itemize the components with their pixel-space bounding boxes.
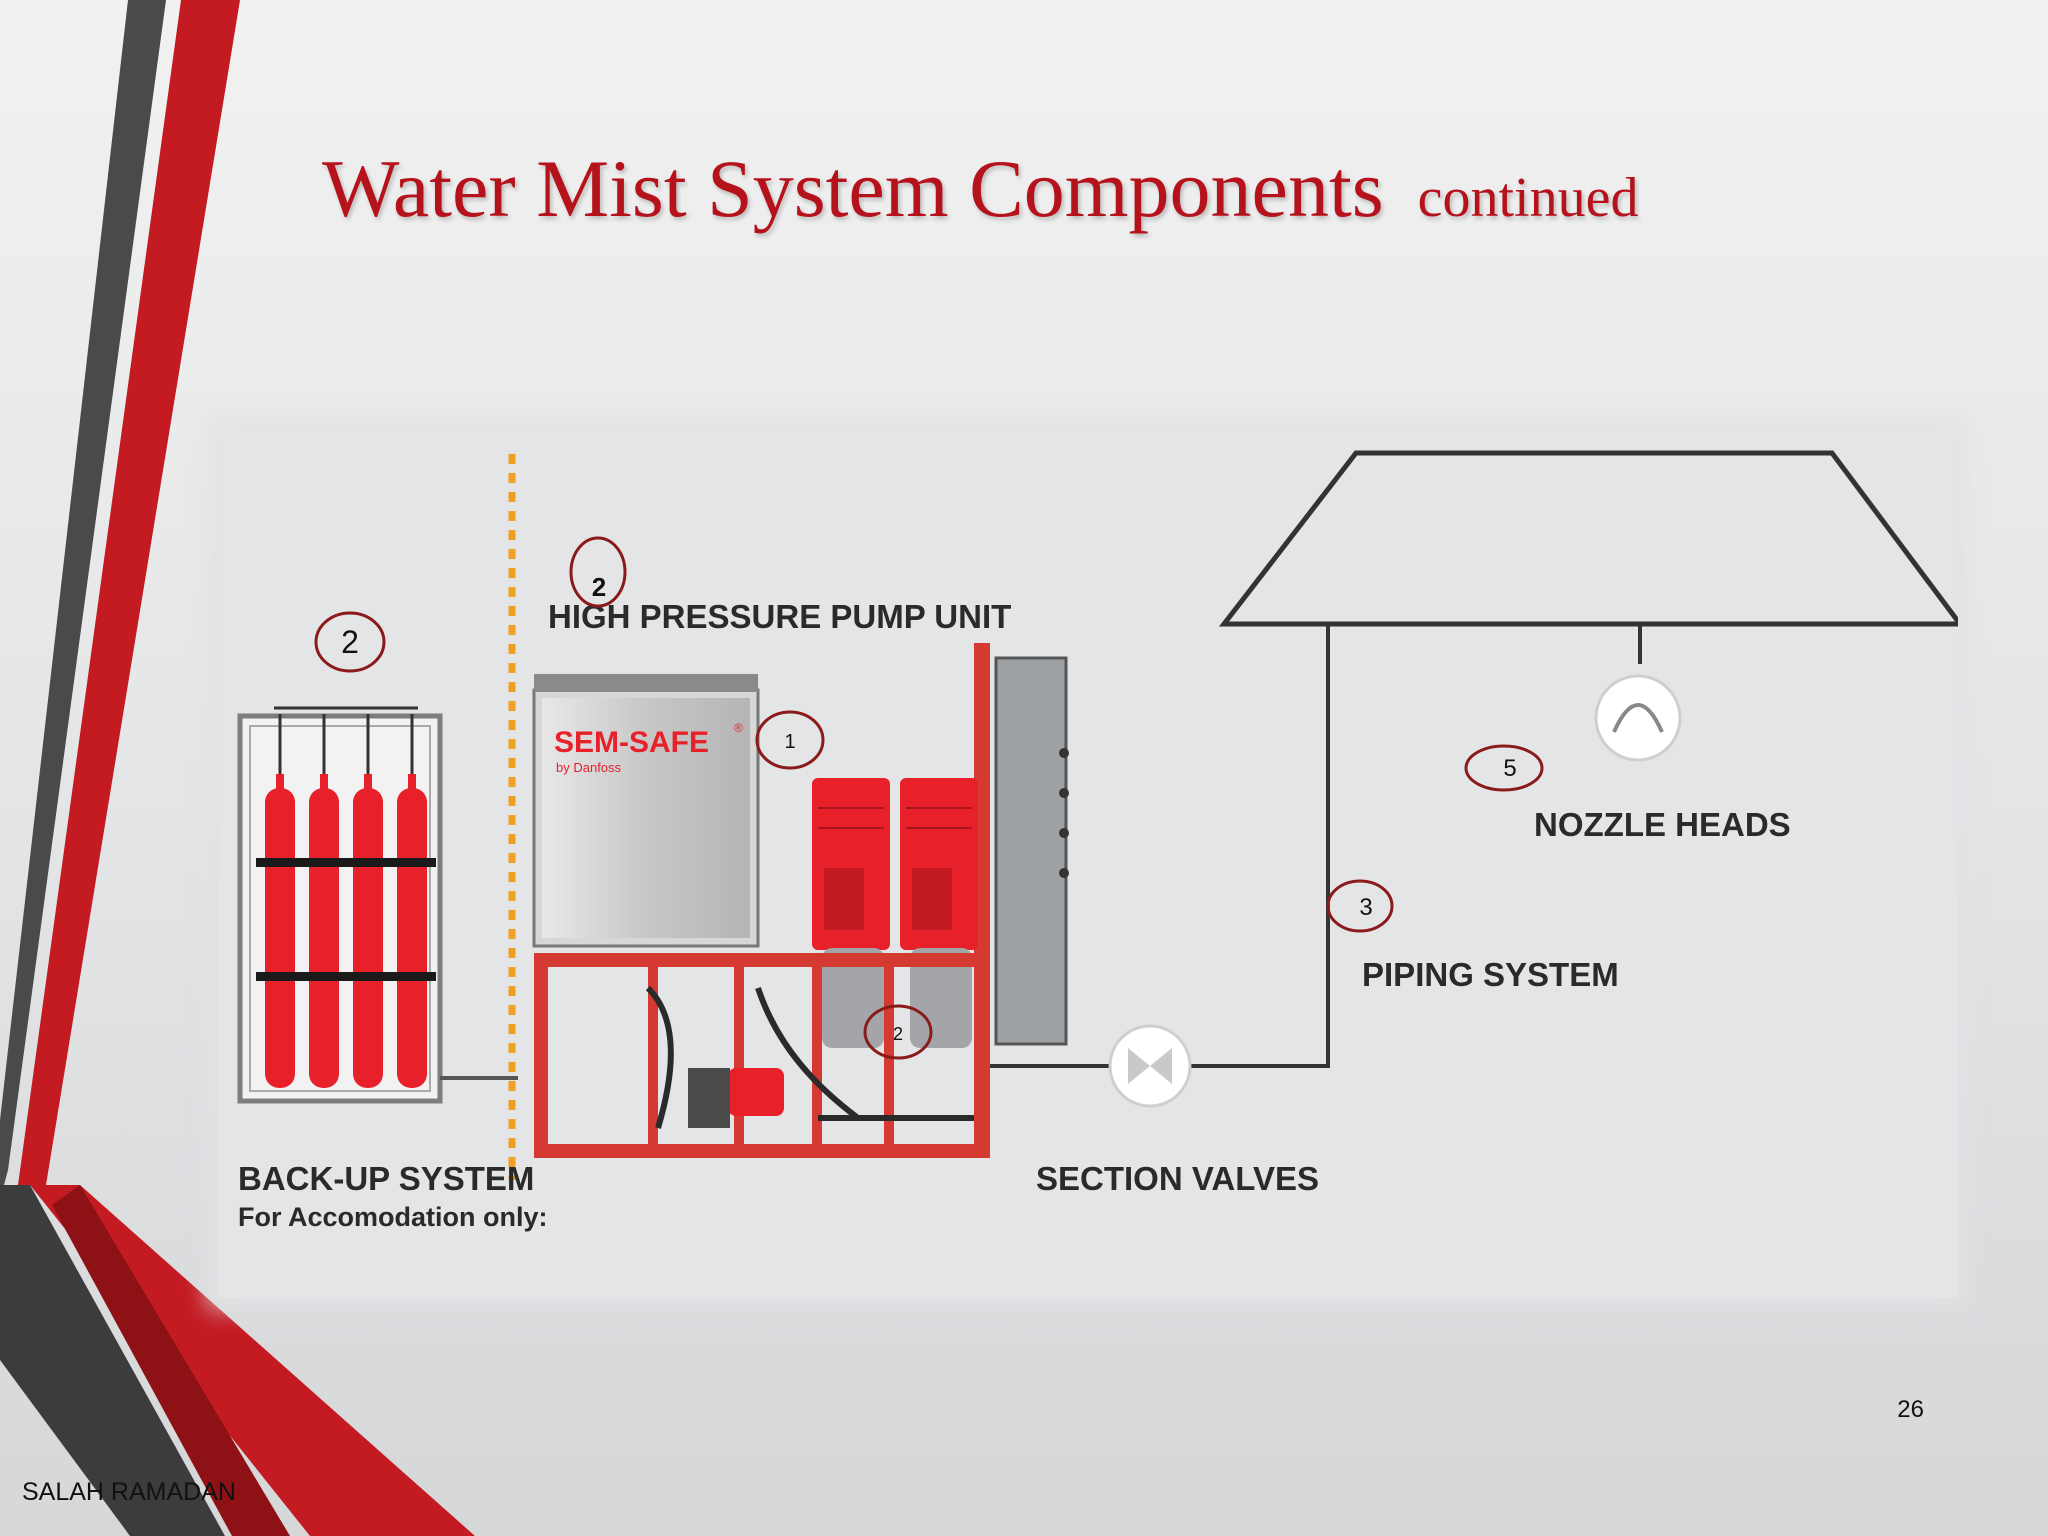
marker-backup-number: 2 <box>341 624 359 660</box>
marker-tank: 1 <box>755 710 825 770</box>
pump-motor-icon <box>812 778 978 1048</box>
marker-piping-number: 3 <box>1359 894 1372 921</box>
brand-registered-mark: ® <box>734 721 743 735</box>
marker-nozzle-number: 5 <box>1503 755 1516 782</box>
slide-title: Water Mist System Components continued <box>322 142 1638 236</box>
label-nozzle-heads: NOZZLE HEADS <box>1534 806 1791 843</box>
brand-label: SEM-SAFE <box>554 726 709 759</box>
building-roof-icon <box>1218 450 1958 627</box>
marker-tank-number: 1 <box>784 731 795 753</box>
marker-pumps: 2 <box>863 1004 933 1060</box>
marker-piping: 3 <box>1326 879 1394 933</box>
backup-cylinder-rack <box>237 706 518 1104</box>
marker-nozzle: 5 <box>1464 744 1544 792</box>
author-name: SALAH RAMADAN <box>22 1478 236 1506</box>
label-piping-system: PIPING SYSTEM <box>1362 956 1619 993</box>
section-valve-icon <box>1108 1024 1192 1108</box>
label-pump-unit: HIGH PRESSURE PUMP UNIT <box>548 598 1011 635</box>
marker-pump-unit-number: 2 <box>592 572 606 602</box>
brand-sublabel: by Danfoss <box>556 760 622 775</box>
slide-title-suffix: continued <box>1417 167 1639 229</box>
pump-unit-graphic: SEM-SAFE ® by Danfoss <box>532 643 1069 1158</box>
slide-title-main: Water Mist System Components <box>322 143 1384 234</box>
label-backup-note: For Accomodation only: <box>238 1202 548 1232</box>
marker-pumps-number: 2 <box>893 1024 903 1044</box>
marker-pump-unit: 2 <box>569 536 627 608</box>
marker-backup: 2 <box>314 611 386 673</box>
system-diagram: SEM-SAFE ® by Danfoss <box>218 428 1958 1298</box>
page-number: 26 <box>1897 1396 1924 1423</box>
nozzle-head-icon <box>1594 674 1682 762</box>
piping-lines <box>990 624 1642 1068</box>
label-backup-system: BACK-UP SYSTEM <box>238 1160 534 1197</box>
label-section-valves: SECTION VALVES <box>1036 1160 1319 1197</box>
